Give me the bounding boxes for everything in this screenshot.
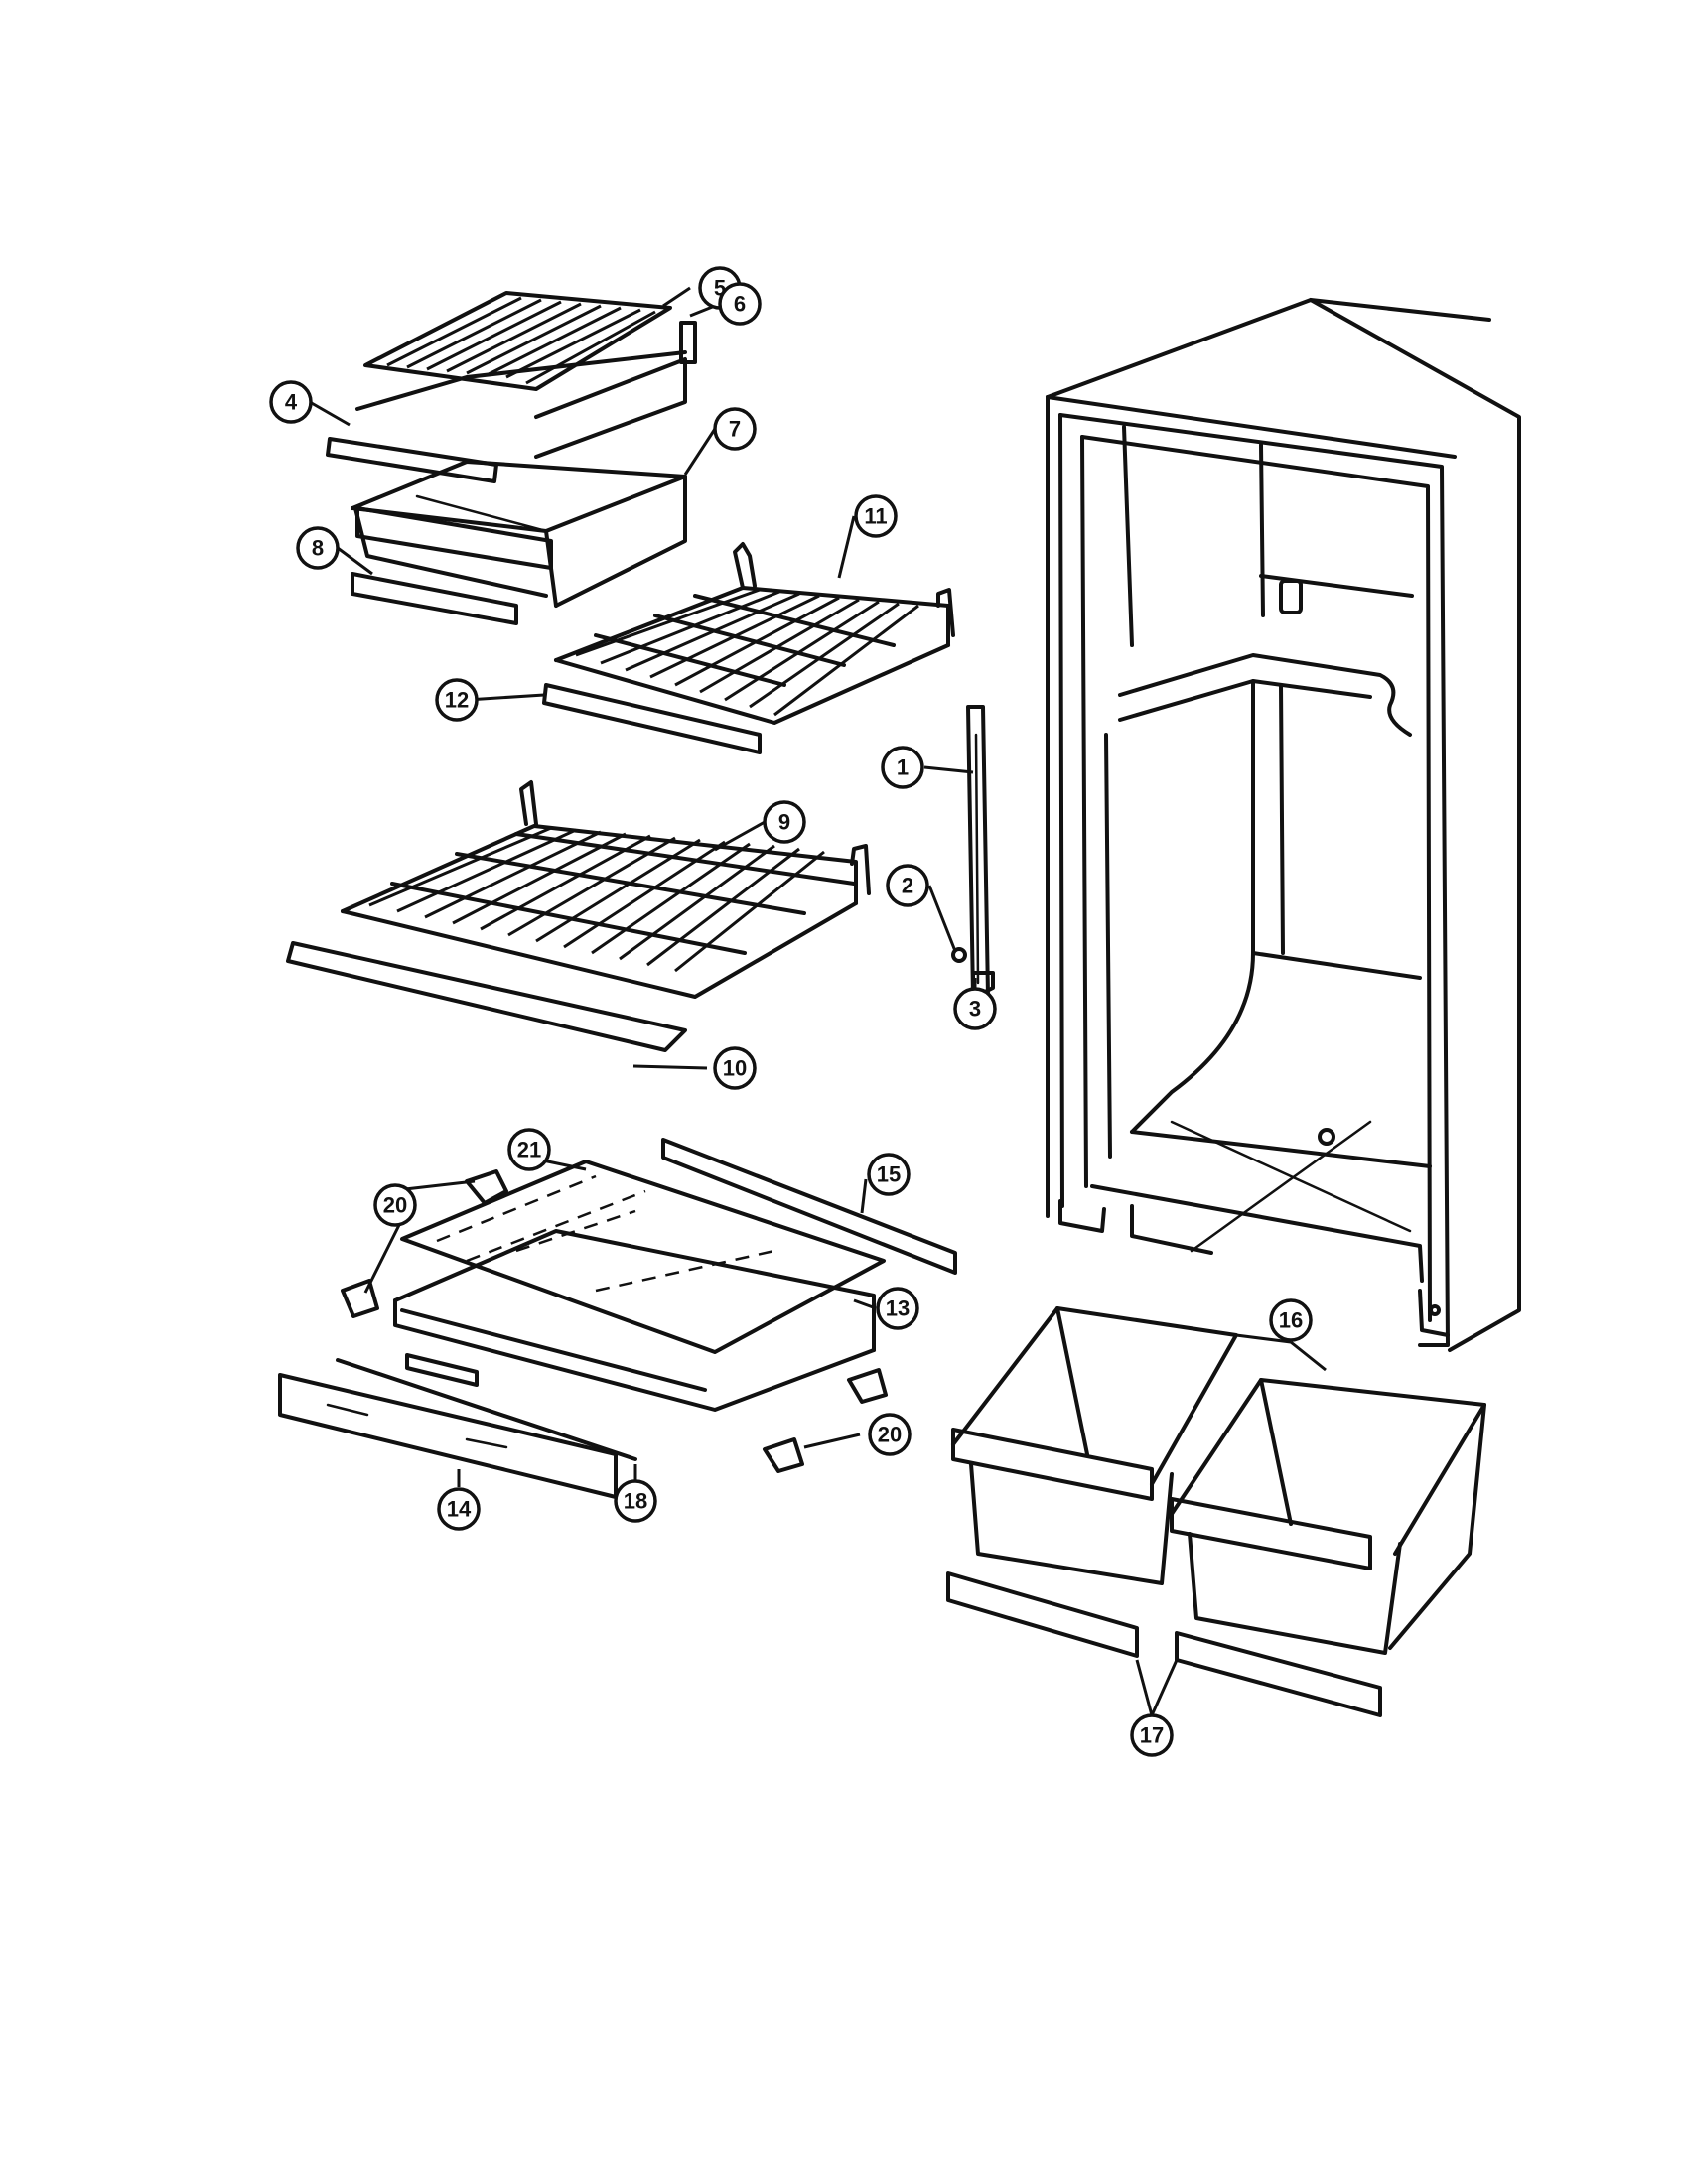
svg-text:1: 1 (897, 755, 909, 780)
svg-text:9: 9 (778, 810, 790, 835)
svg-text:17: 17 (1140, 1723, 1164, 1748)
wire-shelf-large (286, 780, 871, 1052)
svg-text:2: 2 (902, 874, 913, 898)
callout-3: 3 (953, 987, 997, 1030)
svg-text:15: 15 (877, 1162, 901, 1187)
callout-21: 21 (507, 1128, 551, 1171)
callout-4: 4 (269, 380, 313, 424)
callout-14: 14 (437, 1487, 481, 1531)
svg-text:20: 20 (878, 1423, 902, 1447)
callout-2: 2 (886, 864, 929, 907)
callout-13: 13 (876, 1287, 919, 1330)
svg-text:10: 10 (723, 1056, 747, 1081)
crisper-drawers (946, 1306, 1486, 1717)
svg-text:3: 3 (969, 997, 981, 1022)
callout-7: 7 (713, 407, 757, 451)
svg-text:20: 20 (383, 1193, 407, 1218)
callout-11: 11 (854, 494, 898, 538)
callout-6: 6 (718, 282, 762, 326)
callout-8: 8 (296, 526, 340, 570)
refrigerator-cabinet (1046, 298, 1521, 1352)
callout-16: 16 (1269, 1298, 1313, 1342)
callout-12: 12 (435, 678, 479, 722)
svg-text:16: 16 (1279, 1308, 1303, 1333)
svg-text:8: 8 (312, 536, 324, 561)
callout-20-top: 20 (373, 1183, 417, 1227)
callout-1: 1 (881, 746, 924, 789)
svg-text:21: 21 (517, 1138, 541, 1162)
callout-15: 15 (867, 1153, 911, 1196)
callout-18: 18 (614, 1479, 657, 1523)
svg-text:6: 6 (734, 292, 746, 317)
svg-text:7: 7 (729, 417, 741, 442)
svg-text:4: 4 (285, 390, 298, 415)
callout-10: 10 (713, 1046, 757, 1090)
callouts: 1 2 3 4 5 6 7 8 9 10 11 12 13 14 15 16 1… (269, 266, 1313, 1757)
svg-text:14: 14 (447, 1497, 472, 1522)
svg-text:13: 13 (886, 1297, 910, 1321)
callout-9: 9 (763, 800, 806, 844)
svg-text:18: 18 (624, 1489, 647, 1514)
shelf-support-rail (951, 705, 995, 998)
callout-17: 17 (1130, 1713, 1174, 1757)
wire-shelf-small (542, 542, 955, 754)
svg-text:11: 11 (864, 504, 887, 529)
svg-text:12: 12 (445, 688, 469, 713)
callout-20-bottom: 20 (868, 1413, 912, 1456)
crisper-cover-assembly (326, 291, 697, 625)
